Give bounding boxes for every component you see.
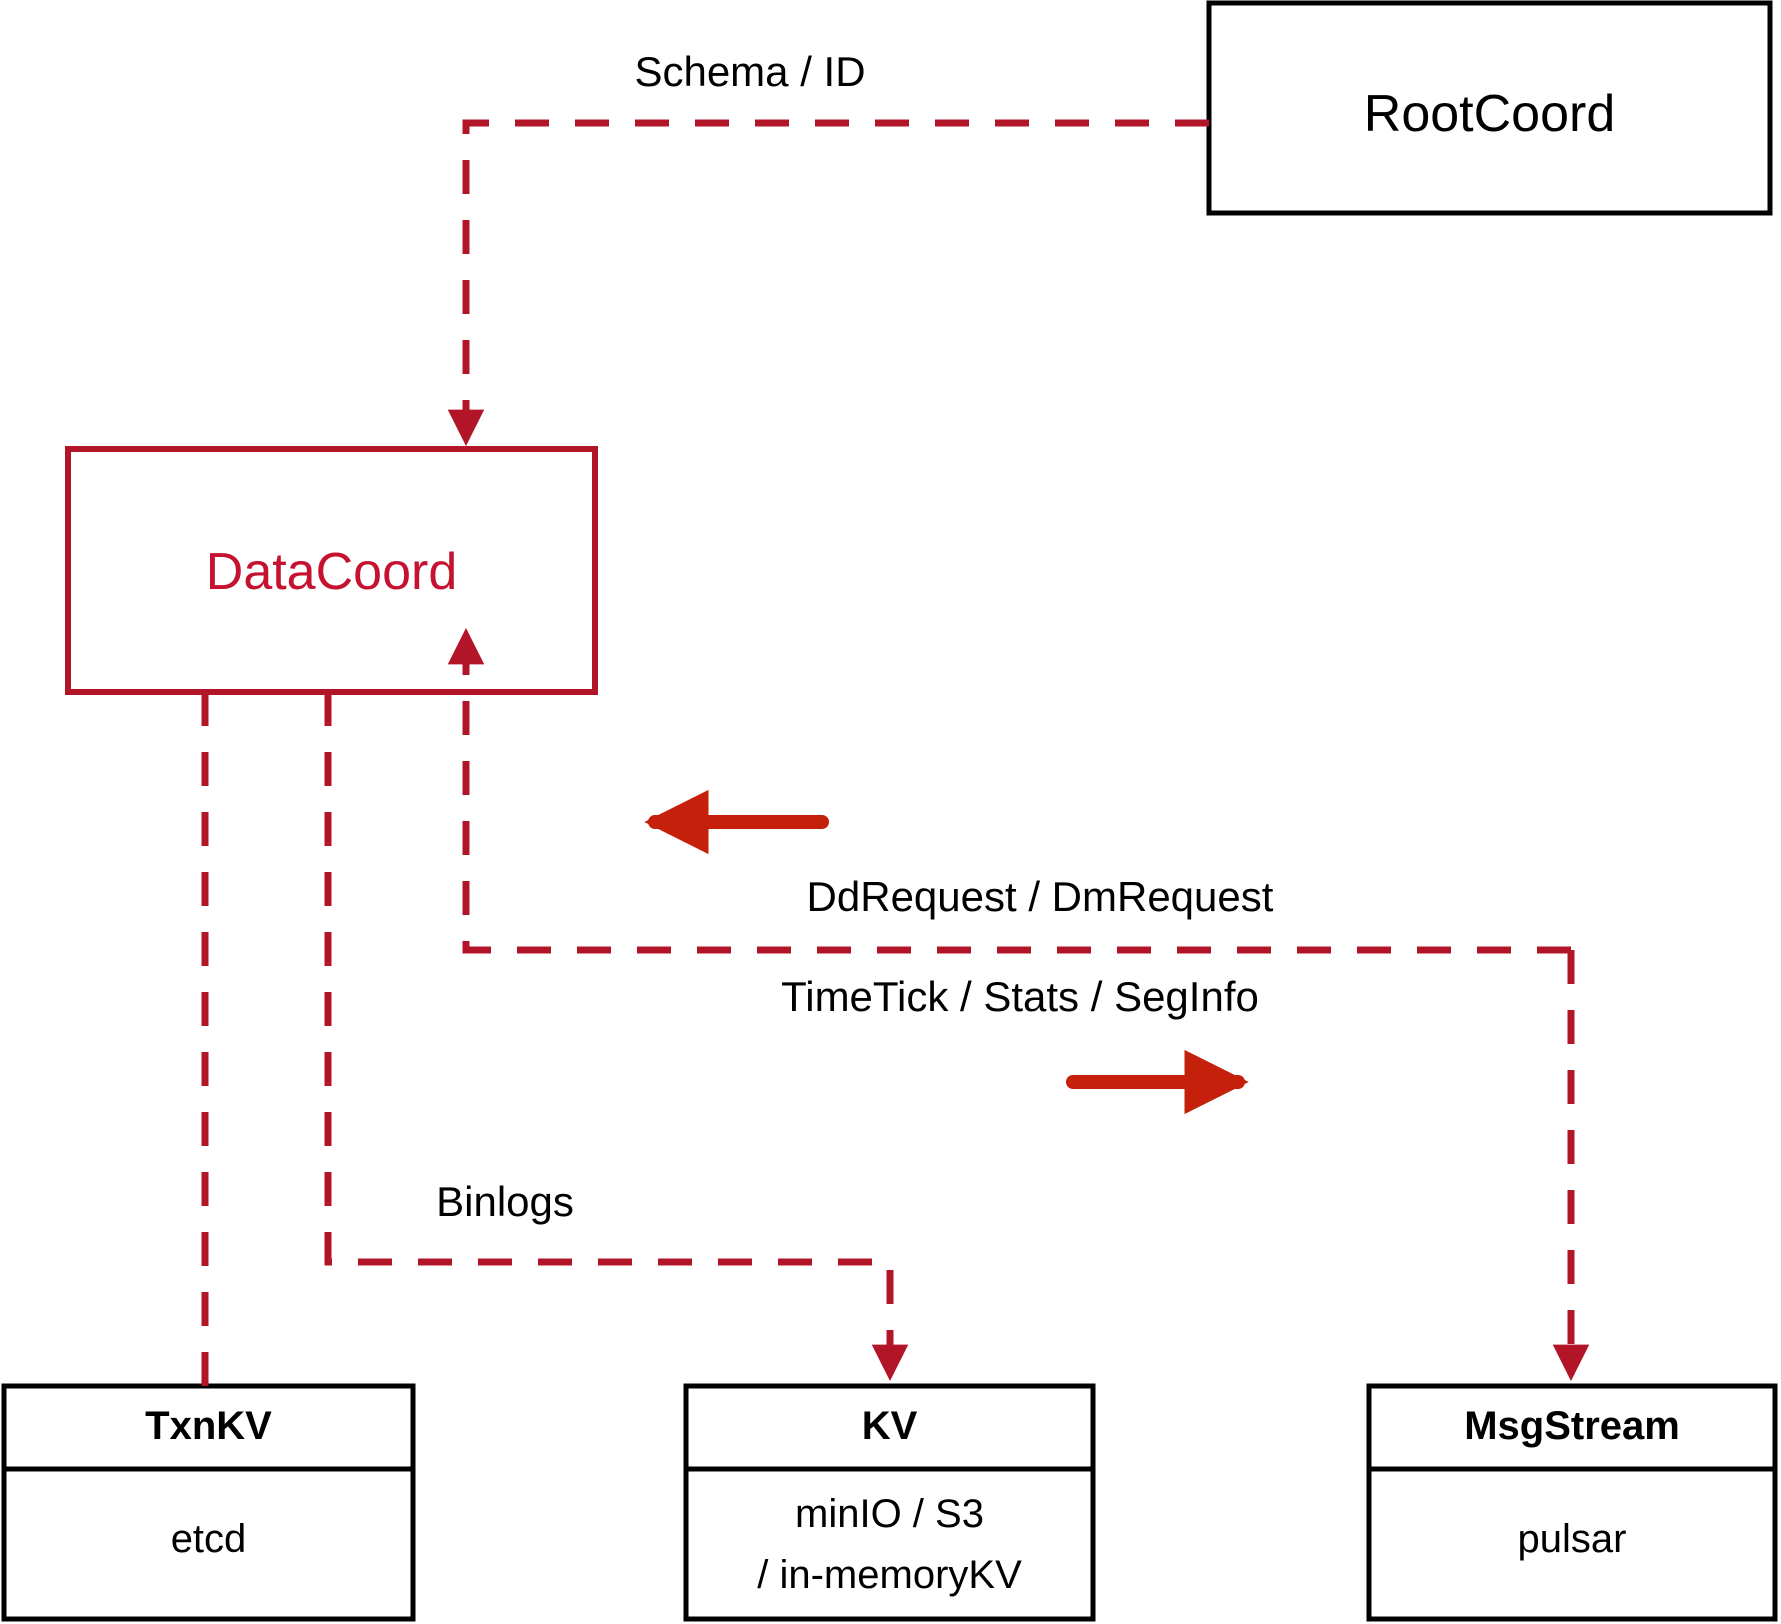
kv-box — [683, 1383, 1096, 1622]
msgstream-title: MsgStream — [1464, 1404, 1680, 1448]
edge-line-binlogs — [324, 692, 909, 1382]
datacoord-title: DataCoord — [205, 543, 458, 601]
msgstream-box — [1366, 1383, 1778, 1622]
rootcoord-title: RootCoord — [1363, 85, 1616, 143]
kv-title: KV — [861, 1404, 918, 1448]
edge-label-schema-id: Schema / ID — [634, 48, 866, 95]
kv-subtitle-line-1: minIO / S3 — [795, 1492, 984, 1536]
edge-label-ddrequest-dmrequest: DdRequest / DmRequest — [806, 873, 1274, 920]
edge-line-msgstream-to-datacoord — [447, 627, 1571, 954]
txnkv-subtitle: etcd — [170, 1517, 247, 1561]
msgstream-subtitle: pulsar — [1517, 1517, 1627, 1561]
edge-label-binlogs: Binlogs — [436, 1178, 574, 1225]
edge-line-schema-id — [447, 119, 1209, 447]
edge-label-timetick-stats-seginfo: TimeTick / Stats / SegInfo — [781, 973, 1259, 1020]
kv-subtitle-line-2: / in-memoryKV — [757, 1553, 1022, 1597]
rootcoord-box — [1206, 0, 1773, 216]
datacoord-box — [65, 446, 598, 695]
txnkv-title: TxnKV — [145, 1404, 272, 1448]
